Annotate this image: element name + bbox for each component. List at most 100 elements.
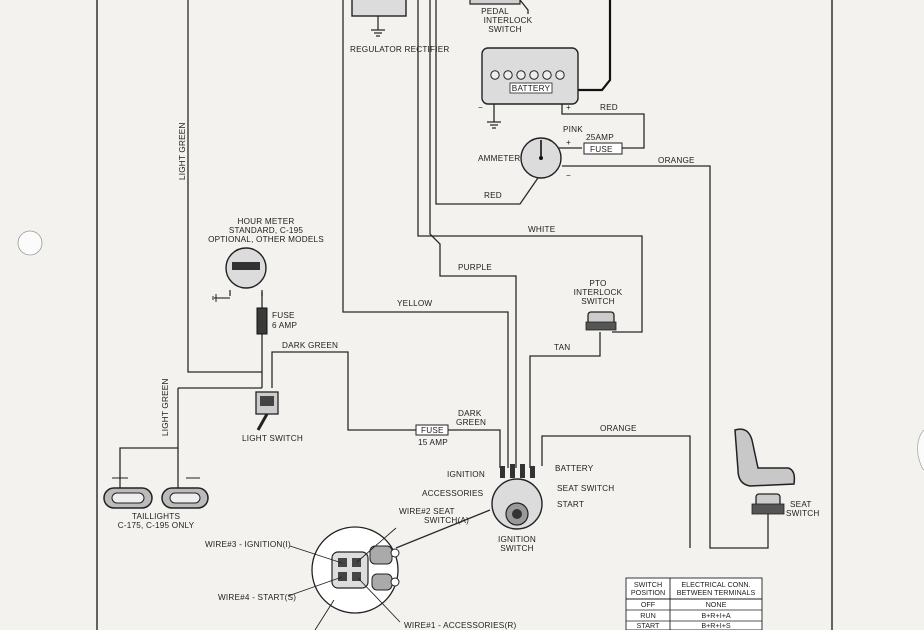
regulator-label: REGULATOR RECTIFIER: [350, 45, 449, 54]
seat-switch: [751, 493, 785, 515]
light-switch: [255, 391, 279, 431]
pto-label-2: INTERLOCK: [574, 288, 623, 297]
battery-plus: +: [566, 103, 571, 112]
pedal-label-1: PEDAL: [481, 7, 509, 16]
switch-back-wire4: WIRE#4 - START(S): [218, 593, 296, 602]
wire-red-battery: [561, 100, 645, 149]
seat-switch-label-1: SEAT: [790, 500, 812, 509]
taillights-label-2: C-175, C-195 ONLY: [118, 521, 195, 530]
pto-interlock-switch: [585, 311, 617, 331]
hour-meter: [212, 247, 267, 302]
switch-position-table: [625, 577, 763, 630]
terminal-label-accessories: ACCESSORIES: [422, 489, 484, 498]
binder-hole-right: [917, 429, 924, 471]
pto-label-1: PTO: [589, 279, 606, 288]
wire-battery-cable: [578, 0, 612, 92]
wire-label-purple: PURPLE: [458, 263, 492, 272]
table-cell: B+R+I+A: [701, 611, 731, 620]
wire-label-orange-1: ORANGE: [658, 156, 695, 165]
seat: [734, 428, 796, 487]
wire-orange-2: [541, 435, 691, 548]
terminal-label-ignition: IGNITION: [447, 470, 485, 479]
wire-dark-green-2: [448, 429, 501, 468]
table-cell: B+R+I+S: [701, 621, 731, 630]
battery: [481, 47, 579, 105]
table-header-2a: ELECTRICAL CONN.: [681, 580, 750, 589]
fuse-15amp: [415, 424, 449, 436]
hour-meter-label-1: HOUR METER: [237, 217, 294, 226]
switch-back-wire2-2: SWITCH(A): [424, 516, 469, 525]
wire-light-green-tail: [119, 388, 179, 480]
taillights-label-1: TAILLIGHTS: [132, 512, 181, 521]
fuse-25amp: [583, 142, 623, 155]
terminal-label-battery: BATTERY: [555, 464, 594, 473]
wire-pedal: [519, 0, 529, 14]
fuse-25-label-2: FUSE: [590, 145, 613, 154]
switch-back-view: [287, 526, 401, 630]
wire-tan: [529, 332, 601, 468]
table-cell: OFF: [641, 600, 656, 609]
table-header-1a: SWITCH: [634, 580, 662, 589]
table-cell: NONE: [706, 600, 727, 609]
wire-label-white: WHITE: [528, 225, 556, 234]
wire-label-dark-green-2b: GREEN: [456, 418, 486, 427]
pedal-interlock-switch: [469, 0, 521, 5]
pedal-label-2: INTERLOCK: [484, 16, 533, 25]
table-cell: START: [637, 621, 661, 630]
wire-red-ammeter: [435, 0, 541, 205]
binder-hole: [17, 230, 43, 256]
wire-dark-green-1: [271, 351, 416, 431]
fuse-15-label-1: FUSE: [421, 426, 444, 435]
switch-back-wire2-1: WIRE#2 SEAT: [399, 507, 455, 516]
taillight-right: [161, 477, 209, 509]
wire-label-red-2: RED: [484, 191, 502, 200]
wire-label-orange-2: ORANGE: [600, 424, 637, 433]
ground-symbol: [487, 121, 501, 129]
ignition-switch-label-2: SWITCH: [500, 544, 534, 553]
wire-purple: [429, 0, 517, 468]
fuse-6amp: [256, 307, 268, 335]
pto-label-3: SWITCH: [581, 297, 615, 306]
ammeter: [520, 137, 562, 179]
table-header-1b: POSITION: [631, 588, 665, 597]
ignition-switch-label-1: IGNITION: [498, 535, 536, 544]
wire-to-switch-back: [395, 509, 491, 549]
wire-label-dark-green-2a: DARK: [458, 409, 482, 418]
ignition-switch: [491, 464, 543, 530]
wire-label-light-green-1: LIGHT GREEN: [178, 122, 187, 180]
switch-back-wire1: WIRE#1 - ACCESSORIES(R): [404, 621, 516, 630]
wire-label-yellow: YELLOW: [397, 299, 432, 308]
table-cell: RUN: [640, 611, 656, 620]
wire-label-tan: TAN: [554, 343, 570, 352]
terminal-label-start: START: [557, 500, 584, 509]
wire-light-green: [187, 0, 263, 388]
pedal-label-3: SWITCH: [488, 25, 522, 34]
switch-back-wire3: WIRE#3 - IGNITION(I): [205, 540, 291, 549]
taillight-left: [103, 477, 153, 509]
terminal-label-seat-switch: SEAT SWITCH: [557, 484, 614, 493]
ammeter-label: AMMETER: [478, 154, 520, 163]
seat-switch-label-2: SWITCH: [786, 509, 820, 518]
battery-minus: −: [478, 103, 483, 112]
wire-white: [417, 0, 643, 333]
wire-label-dark-green-1: DARK GREEN: [282, 341, 338, 350]
fuse-25-label-1: 25AMP: [586, 133, 614, 142]
wire-label-red-1: RED: [600, 103, 618, 112]
ammeter-minus: −: [566, 171, 571, 180]
fuse-6-label-2: 6 AMP: [272, 321, 297, 330]
wire-label-pink: PINK: [563, 125, 583, 134]
hour-meter-label-2: STANDARD, C-195: [229, 226, 304, 235]
wire-label-light-green-2: LIGHT GREEN: [161, 378, 170, 436]
ammeter-plus: +: [566, 138, 571, 147]
fuse-6-label-1: FUSE: [272, 311, 295, 320]
table-header-2b: BETWEEN TERMINALS: [677, 588, 756, 597]
hour-meter-label-3: OPTIONAL, OTHER MODELS: [208, 235, 324, 244]
wire-yellow: [342, 0, 509, 468]
battery-label: BATTERY: [512, 84, 551, 93]
wire-orange-1: [562, 165, 769, 549]
fuse-15-label-2: 15 AMP: [418, 438, 448, 447]
regulator-rectifier: [351, 0, 407, 37]
light-switch-label: LIGHT SWITCH: [242, 434, 303, 443]
